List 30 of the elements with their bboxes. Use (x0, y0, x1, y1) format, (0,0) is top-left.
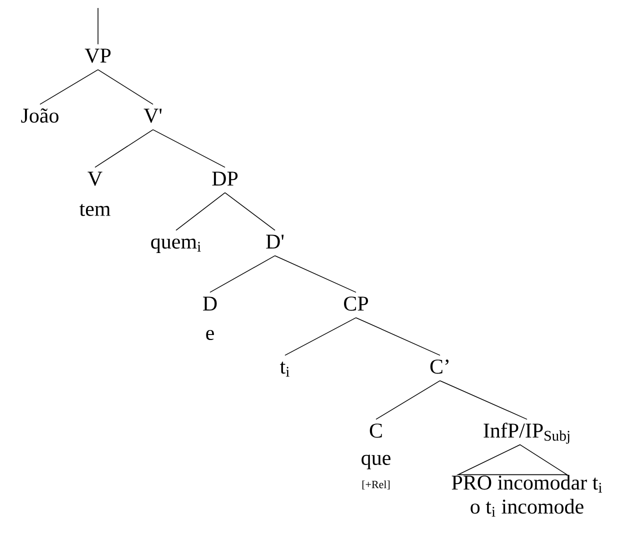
word-label: tem (79, 204, 110, 216)
branch-line (284, 317, 356, 356)
branch-line (224, 192, 276, 231)
branch-line (94, 129, 154, 168)
branch-line (152, 129, 226, 168)
word-label: e (206, 330, 214, 340)
branch-line (356, 317, 440, 356)
node-label: DP (212, 172, 238, 186)
node-label: quem$_{i}$ (151, 238, 201, 253)
branch-line (98, 69, 154, 105)
node-label: InfP/IP$_{Subj}$ (484, 422, 570, 444)
branch-line (210, 255, 276, 293)
node-label: João (21, 108, 58, 123)
branch-line (176, 192, 226, 231)
branch-line (376, 380, 440, 420)
node-label: V (88, 172, 102, 186)
node-label: C (370, 424, 382, 438)
word-label: [+Rel] (362, 480, 390, 490)
node-label: PRO incomodar t$_{i}$ o t$_{i}$ incomode (452, 474, 602, 517)
node-label: CP (344, 296, 368, 311)
node-label: t$_{i}$ (280, 362, 290, 377)
node-label: V' (144, 108, 162, 123)
node-label: D (203, 296, 217, 311)
branch-line (440, 380, 528, 420)
branch-line (274, 255, 356, 293)
node-label: C’ (430, 360, 448, 374)
word-label: que (362, 454, 390, 470)
node-label: VP (84, 48, 111, 63)
node-label: D' (266, 234, 284, 249)
branch-line (40, 69, 98, 105)
